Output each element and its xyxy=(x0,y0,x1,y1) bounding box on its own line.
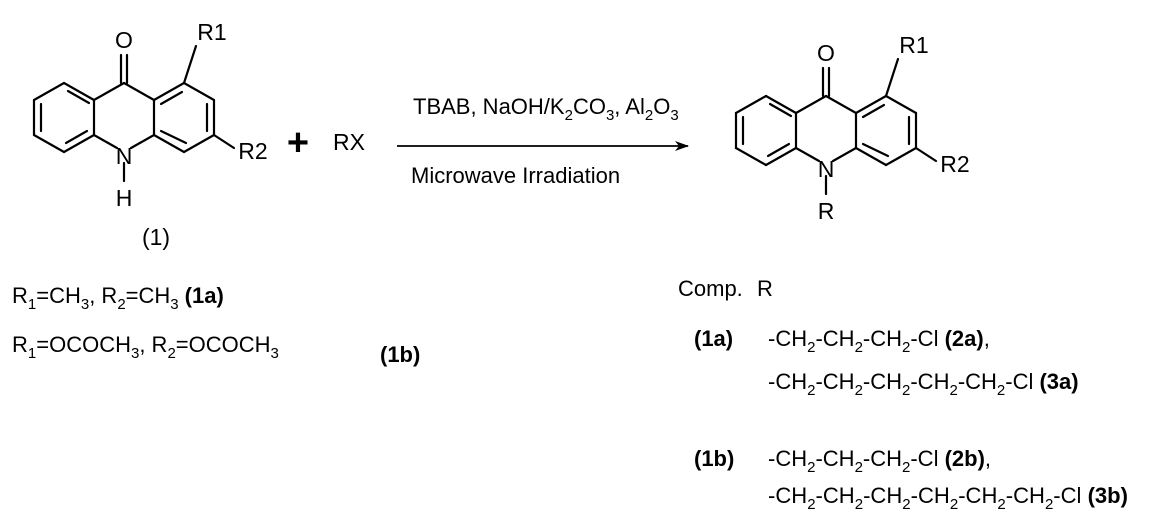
table-comp-1b: (1b) xyxy=(694,446,734,471)
table-comp-1a: (1a) xyxy=(694,326,733,351)
reactant-bonds xyxy=(32,44,236,183)
product-r1-label: R1 xyxy=(899,32,928,58)
product-nitrogen-label: N xyxy=(818,156,835,182)
reactant-r2-label: R2 xyxy=(238,138,267,164)
plus-sign: + xyxy=(287,122,309,164)
conditions-below: Microwave Irradiation xyxy=(411,163,620,188)
reactant-hydrogen-label: H xyxy=(116,185,133,211)
table-chain-2a: -CH2-CH2-CH2-Cl (2a), xyxy=(768,326,990,356)
definition-1b: R1=OCOCH3, R2=OCOCH3(1b) xyxy=(12,332,420,367)
reagent-rx: RX xyxy=(333,129,365,155)
reactant-nitrogen-label: N xyxy=(116,143,133,169)
table-header-comp: Comp. xyxy=(678,276,743,301)
table-chain-3a: -CH2-CH2-CH2-CH2-CH2-Cl (3a) xyxy=(768,369,1079,399)
product-structure: O R1 R2 N R xyxy=(734,32,970,224)
definition-1a: R1=CH3, R2=CH3(1a) xyxy=(12,283,224,313)
reactant-number: (1) xyxy=(142,224,170,250)
reactant-oxygen-label: O xyxy=(115,27,133,53)
product-bonds xyxy=(734,57,938,196)
table-chain-2b: -CH2-CH2-CH2-Cl (2b), xyxy=(768,446,991,476)
reactant-structure: O R1 R2 N H xyxy=(32,19,268,211)
table-header-r: R xyxy=(757,276,773,301)
reactant-r1-label: R1 xyxy=(197,19,226,45)
product-r2-label: R2 xyxy=(940,151,969,177)
table-chain-3b: -CH2-CH2-CH2-CH2-CH2-CH2-Cl (3b) xyxy=(768,483,1128,513)
product-r-label: R xyxy=(818,198,835,224)
product-oxygen-label: O xyxy=(817,40,835,66)
conditions-above: TBAB, NaOH/K2CO3, Al2O3 xyxy=(413,94,679,124)
